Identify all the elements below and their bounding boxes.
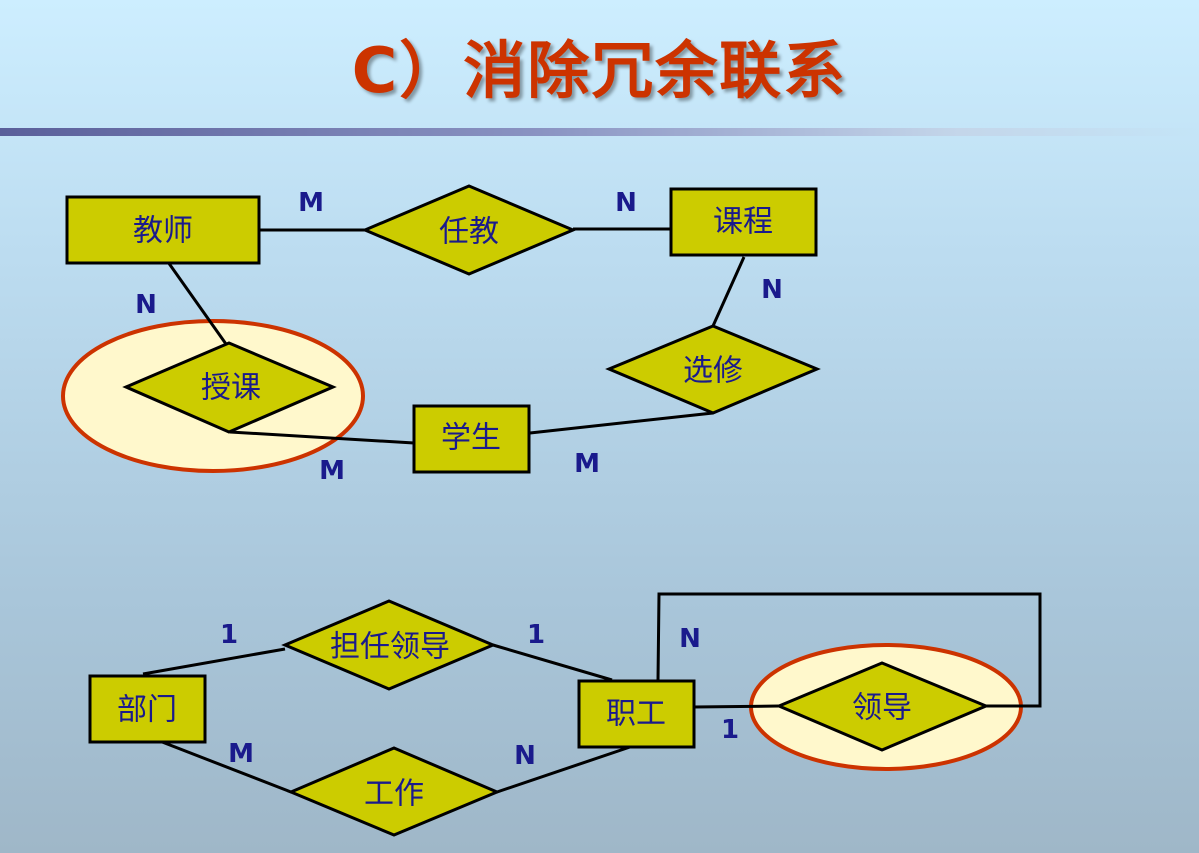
cardinality-label: N (514, 741, 536, 771)
relationship-lectures-label: 授课 (201, 371, 261, 406)
entity-department-label: 部门 (117, 693, 177, 728)
cardinality-label: 1 (220, 620, 238, 650)
relationship-lead[interactable]: 领导 (775, 661, 990, 752)
entity-teacher-label: 教师 (133, 214, 193, 249)
line-serve-as-leader-employee (492, 643, 613, 682)
entity-teacher[interactable]: 教师 (65, 195, 261, 265)
relationship-elective-label: 选修 (683, 354, 743, 389)
line-department-work (156, 738, 292, 794)
relationship-teaches-assigned[interactable]: 任教 (361, 184, 577, 276)
relationship-serve-as-leader-label: 担任领导 (330, 630, 450, 665)
line-lectures-student (229, 430, 415, 445)
cardinality-label: N (615, 188, 637, 218)
line-teacher-lectures (166, 261, 228, 345)
cardinality-label: M (319, 456, 345, 486)
entity-course-label: 课程 (713, 205, 773, 240)
entity-student[interactable]: 学生 (412, 404, 531, 474)
entity-employee[interactable]: 职工 (577, 679, 696, 749)
line-work-employee (496, 745, 631, 794)
entity-student-label: 学生 (441, 421, 501, 456)
cardinality-label: 1 (527, 620, 545, 650)
entity-department[interactable]: 部门 (88, 674, 207, 744)
relationship-lead-label: 领导 (852, 691, 912, 726)
line-department-serve-as-leader (142, 647, 286, 676)
relationship-teaches-assigned-label: 任教 (439, 215, 499, 250)
diagram-teaching: 教师 课程 学生 任教 授课 选修 M N N M N M (61, 184, 821, 486)
relationship-work[interactable]: 工作 (287, 746, 501, 837)
relationship-elective[interactable]: 选修 (605, 324, 821, 415)
line-course-elective (711, 256, 746, 327)
cardinality-label: N (135, 290, 157, 320)
line-elective-student (529, 411, 714, 435)
cardinality-label: N (761, 275, 783, 305)
slide-title: C）消除冗余联系 (351, 34, 848, 107)
diagram-department: 部门 职工 担任领导 工作 领导 1 1 M N N 1 (88, 592, 1042, 837)
entity-course[interactable]: 课程 (669, 187, 818, 257)
line-employee-lead-1 (693, 704, 780, 709)
relationship-work-label: 工作 (364, 777, 424, 812)
cardinality-label: M (574, 449, 600, 479)
cardinality-label: M (298, 188, 324, 218)
entity-employee-label: 职工 (606, 697, 666, 732)
cardinality-label: 1 (721, 715, 739, 745)
title-divider (0, 128, 1199, 136)
cardinality-label: N (679, 624, 701, 654)
relationship-lectures[interactable]: 授课 (122, 341, 337, 434)
line-employee-lead-n (656, 592, 1042, 708)
relationship-serve-as-leader[interactable]: 担任领导 (281, 599, 497, 691)
cardinality-label: M (228, 739, 254, 769)
